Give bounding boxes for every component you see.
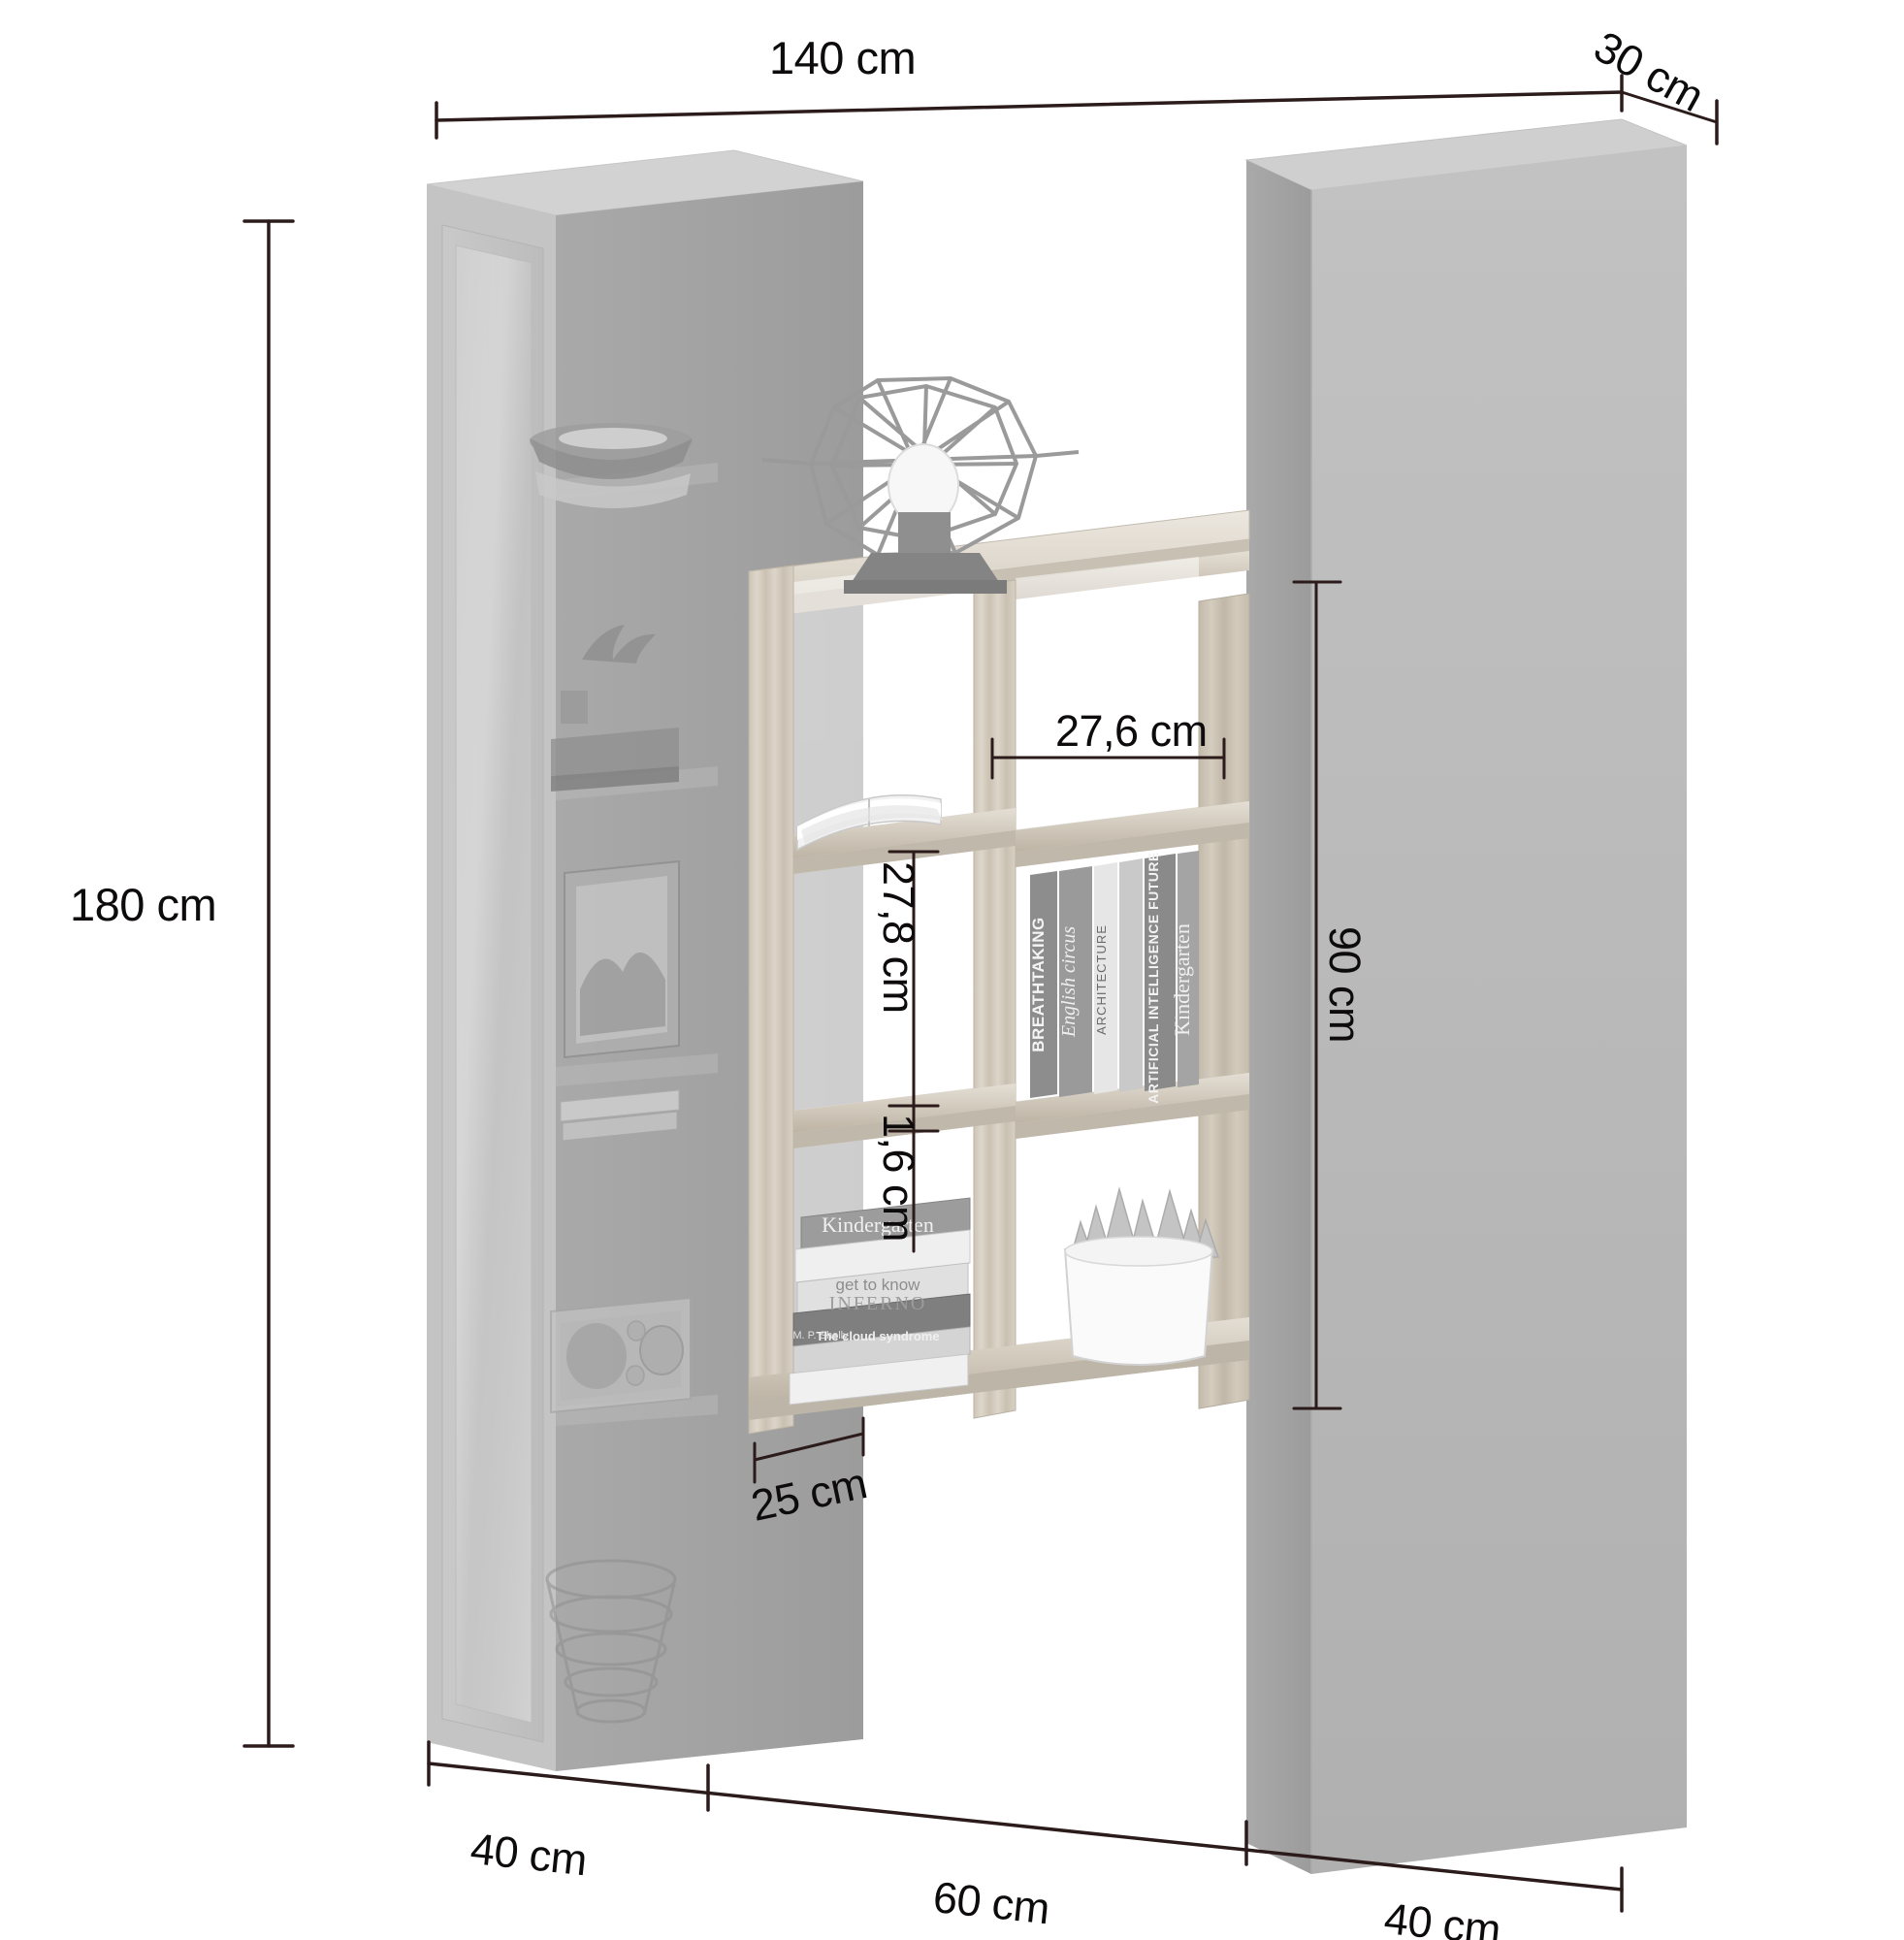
dim-label-overall-height: 180 cm bbox=[70, 879, 217, 930]
right-cabinet-front-face bbox=[1246, 160, 1311, 1874]
dim-compartment-width bbox=[990, 737, 1226, 780]
book-stack-author: M. P. Shelly bbox=[792, 1330, 849, 1342]
open-book bbox=[796, 794, 943, 852]
plant-pot bbox=[1063, 1247, 1214, 1366]
book-row-upper: BREATHTAKING English circus ARCHITECTURE… bbox=[1029, 851, 1199, 1104]
dim-label-right-cabinet-height: 90 cm bbox=[1320, 926, 1370, 1044]
dim-overall-width bbox=[435, 74, 1624, 140]
book-stack-text: The cloud syndrome bbox=[816, 1329, 939, 1343]
right-cabinet-right-face bbox=[1311, 146, 1687, 1874]
lamp-base bbox=[852, 553, 999, 582]
dim-label-board-thickness: 1,6 cm bbox=[874, 1114, 923, 1243]
book-spine-text: English circus bbox=[1058, 926, 1080, 1038]
dim-label-overall-width: 140 cm bbox=[769, 32, 917, 83]
dim-bottom-widths bbox=[427, 1740, 1624, 1913]
open-shelf-unit: BREATHTAKING English circus ARCHITECTURE… bbox=[748, 376, 1250, 1435]
dim-board-thickness bbox=[887, 1104, 940, 1253]
dim-overall-height bbox=[242, 219, 295, 1748]
vitrine-item-plant-box bbox=[551, 625, 679, 792]
book-spine-text: BREATHTAKING bbox=[1029, 917, 1048, 1051]
book-spine-text: ARCHITECTURE bbox=[1094, 924, 1109, 1035]
dim-shelf-depth bbox=[753, 1416, 865, 1484]
book-stack-lower: Kindergarten get to know INFERNO The clo… bbox=[789, 1197, 971, 1406]
book-stack-text: Kindergarten bbox=[822, 1212, 934, 1237]
book-stack-text: get to know bbox=[836, 1276, 921, 1294]
dim-overall-depth bbox=[1620, 90, 1719, 146]
vitrine-item-magazines bbox=[560, 1089, 680, 1142]
vitrine-item-picture bbox=[564, 859, 680, 1059]
vitrine-item-bowl bbox=[530, 423, 693, 508]
vitrine-glass-panel[interactable] bbox=[455, 244, 532, 1724]
book-stack-text: INFERNO bbox=[829, 1293, 927, 1314]
right-cabinet bbox=[1244, 118, 1688, 1874]
dim-right-cabinet-height bbox=[1292, 580, 1342, 1410]
geometric-cage-lamp bbox=[761, 376, 1080, 594]
dim-label-compartment-height: 27,8 cm bbox=[874, 861, 923, 1014]
succulent-plant bbox=[1063, 1186, 1220, 1366]
dimension-lines bbox=[242, 74, 1719, 1913]
vitrine-item-radio bbox=[550, 1296, 692, 1414]
book-spine-text: Kindergarten bbox=[1170, 923, 1194, 1036]
book-spine-text: ARTIFICIAL INTELLIGENCE FUTURE bbox=[1146, 852, 1161, 1104]
lamp-socket bbox=[898, 512, 951, 553]
dim-label-compartment-width: 27,6 cm bbox=[1055, 706, 1208, 756]
vitrine-item-wire-basket bbox=[545, 1559, 677, 1724]
